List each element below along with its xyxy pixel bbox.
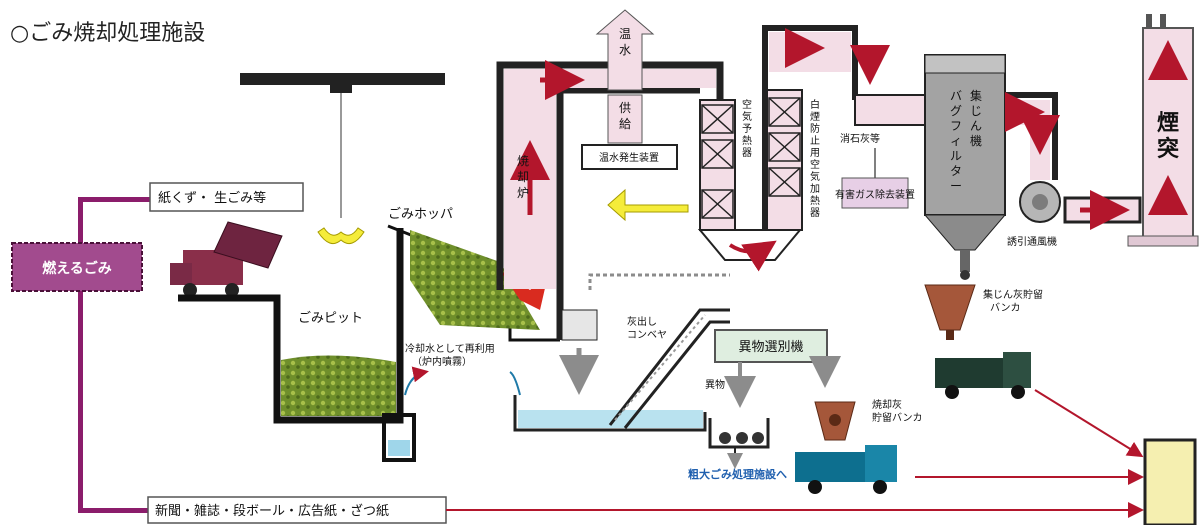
crane [240, 73, 445, 245]
bag-filter-label: バグフィルター [950, 89, 962, 193]
foreign-bin [708, 418, 770, 469]
bottom-ash-label: 焼却灰貯留バンカ [872, 398, 923, 424]
foreign-label: 異物 [705, 378, 725, 391]
sorter-label: 異物選別機 [738, 340, 803, 355]
paper-waste-box [149, 182, 304, 212]
duct-to-filter [854, 94, 926, 126]
furnace-label: 焼却炉 [517, 154, 529, 200]
recyclables-label: 新聞・雑誌・段ボール・広告紙・ざつ紙 [155, 503, 389, 519]
green-truck-icon [935, 352, 1031, 399]
bulky-label: 粗大ごみ処理施設へ [688, 467, 787, 481]
ash-conveyor-label: 灰出しコンベヤ [627, 315, 667, 341]
air-preheater [699, 99, 736, 231]
svg-text:温水: 温水 [619, 27, 631, 57]
slaked-lime-label: 消石灰等 [840, 132, 880, 145]
sorter-box [714, 329, 828, 363]
fly-ash-label: 集じん灰貯留バンカ [983, 288, 1043, 314]
cooling-water-label: 冷却水として再利用（炉内噴霧） [405, 342, 495, 368]
induced-fan-label: 誘引通風機 [1007, 235, 1057, 248]
fly-ash-bunker-icon [924, 284, 976, 331]
svg-text:供給: 供給 [619, 101, 631, 131]
blue-truck-icon [795, 445, 897, 494]
burnable-label: 燃えるごみ [42, 260, 112, 277]
white-smoke-heater [762, 25, 890, 231]
crane-grab-icon [317, 227, 365, 245]
duct-to-fan [1005, 92, 1060, 180]
garbage-pit [178, 228, 416, 462]
hopper-label: ごみホッパ [388, 206, 453, 222]
paper-waste-label: 紙くず・ 生ごみ等 [158, 190, 266, 206]
ash-conveyor [608, 308, 730, 429]
hot-water-unit-label: 温水発生装置 [599, 151, 659, 164]
chimney [1127, 14, 1199, 247]
furnace [496, 60, 724, 340]
yellow-arrow-icon [607, 188, 689, 222]
toxic-gas-box [841, 177, 909, 209]
supply-box [607, 94, 643, 144]
page-title: ○ごみ焼却処理施設 [10, 21, 205, 46]
tower-base [697, 229, 803, 261]
induced-fan-icon [1019, 181, 1061, 223]
pit-label: ごみピット [298, 310, 363, 326]
white-smoke-label: 白煙防止用空気加熱器 [810, 98, 820, 219]
input-bracket [78, 197, 150, 513]
chimney-label: 煙突 [1157, 111, 1179, 162]
toxic-gas-label: 有害ガス除去装置 [835, 188, 915, 201]
air-preheater-label: 空気予熱器 [742, 98, 752, 159]
water-basin [513, 395, 707, 432]
hot-water-unit-box [581, 144, 678, 170]
svg-text:集じん機: 集じん機 [970, 88, 982, 148]
bag-filter [923, 54, 1007, 280]
hot-water-arrow: 温水 [595, 9, 655, 91]
disposal-bin [1143, 438, 1197, 525]
ash-chute [559, 273, 730, 395]
burnable-box: 燃えるごみ [11, 242, 143, 292]
red-truck-icon [170, 221, 283, 297]
